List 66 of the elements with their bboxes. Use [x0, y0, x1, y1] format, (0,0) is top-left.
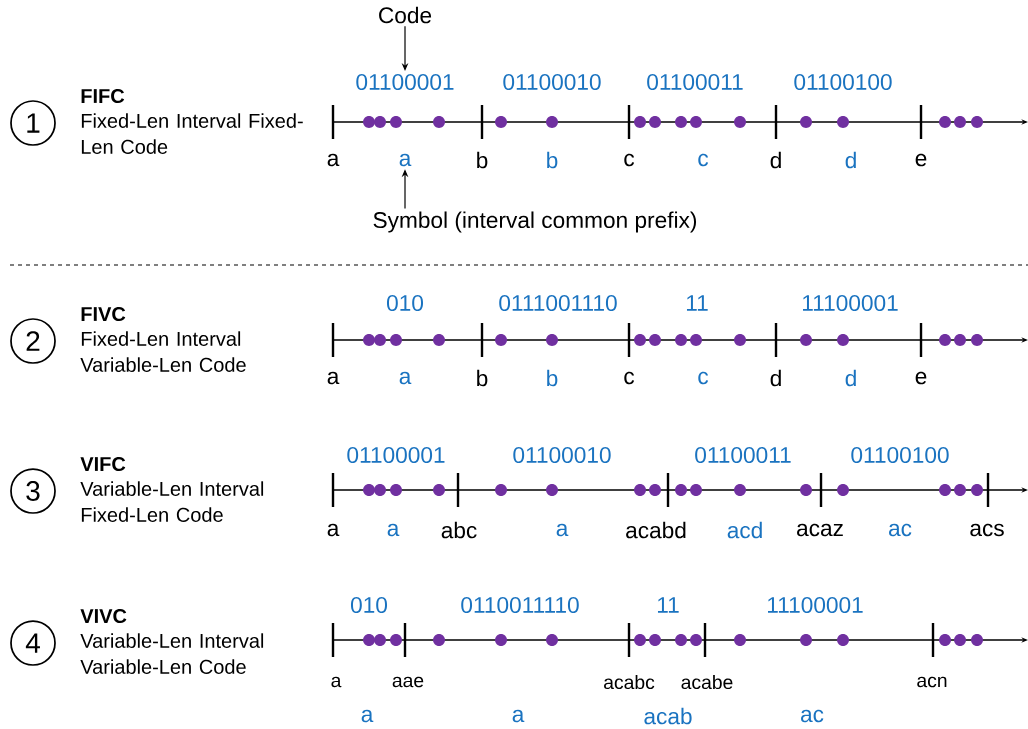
- method-description: Fixed-Len Interval Fixed-Len Code: [81, 113, 303, 154]
- code-label: 010: [386, 295, 424, 312]
- symbol-label: b: [547, 151, 558, 169]
- boundary-label: b: [477, 369, 488, 387]
- symbol-label: a: [556, 523, 569, 537]
- method-name: VIVC: [80, 608, 127, 624]
- method-name: VIFC: [80, 456, 126, 472]
- boundary-label: acs: [970, 523, 1004, 537]
- code-label: 01100011: [695, 447, 791, 464]
- symbol-label: ac: [801, 709, 824, 723]
- boundary-label: abc: [441, 521, 477, 539]
- boundary-label: c: [624, 153, 635, 167]
- boundary-label: acabe: [681, 674, 733, 690]
- symbol-label: d: [845, 369, 856, 387]
- code-label: 01100011: [647, 74, 743, 91]
- code-label: 01100001: [347, 447, 445, 464]
- boundary-label: b: [477, 151, 488, 169]
- symbol-label: c: [698, 153, 709, 167]
- circled-number: 3: [10, 468, 56, 514]
- symbol-label: a: [512, 709, 525, 723]
- code-label: 0110011110: [461, 597, 579, 614]
- code-label: 11: [687, 295, 708, 311]
- circled-number: 4: [10, 620, 56, 666]
- boundary-label: a: [327, 153, 340, 167]
- symbol-label: a: [399, 371, 412, 385]
- code-label: 11100001: [803, 295, 898, 312]
- boundary-label: acaz: [797, 523, 843, 537]
- symbol-label: d: [845, 151, 856, 169]
- code-label: 01100010: [513, 447, 611, 464]
- method-description: Fixed-Len Interval Variable-Len Code: [80, 331, 246, 372]
- code-label: 01100001: [356, 74, 454, 91]
- code-label: 01100100: [851, 447, 949, 464]
- boundary-label: acabc: [604, 674, 655, 690]
- code-label: 01100010: [503, 74, 601, 91]
- boundary-label: e: [915, 153, 927, 167]
- code-label: 11: [658, 597, 679, 613]
- symbol-label: acd: [727, 521, 762, 539]
- symbol-label: ac: [889, 523, 912, 537]
- symbol-label: acab: [644, 707, 692, 725]
- symbol-caption: Symbol (interval common prefix): [373, 211, 697, 233]
- boundary-label: e: [915, 371, 927, 385]
- method-name: FIVC: [81, 306, 126, 322]
- boundary-label: c: [624, 371, 635, 385]
- boundary-label: a: [327, 523, 340, 537]
- boundary-label: a: [331, 676, 342, 688]
- code-label: 010: [350, 597, 388, 614]
- symbol-label: a: [387, 523, 400, 537]
- circled-number: 1: [10, 100, 56, 146]
- code-label: 01100100: [794, 74, 892, 91]
- code-caption: Code: [379, 6, 432, 24]
- boundary-label: acabd: [626, 521, 686, 539]
- code-label: 11100001: [768, 597, 863, 614]
- boundary-label: acn: [917, 676, 947, 688]
- boundary-label: aae: [392, 676, 424, 688]
- symbol-label: c: [698, 371, 709, 385]
- circled-number: 2: [10, 318, 56, 364]
- method-description: Variable-Len Interval Fixed-Len Code: [80, 481, 264, 522]
- code-label: 0111001110: [499, 295, 617, 312]
- boundary-label: a: [327, 371, 340, 385]
- symbol-label: a: [399, 153, 412, 167]
- symbol-label: b: [547, 369, 558, 387]
- boundary-label: d: [770, 369, 781, 387]
- symbol-label: a: [361, 709, 374, 723]
- method-description: Variable-Len Interval Variable-Len Code: [80, 633, 264, 674]
- boundary-label: d: [770, 151, 781, 169]
- method-name: FIFC: [81, 88, 125, 104]
